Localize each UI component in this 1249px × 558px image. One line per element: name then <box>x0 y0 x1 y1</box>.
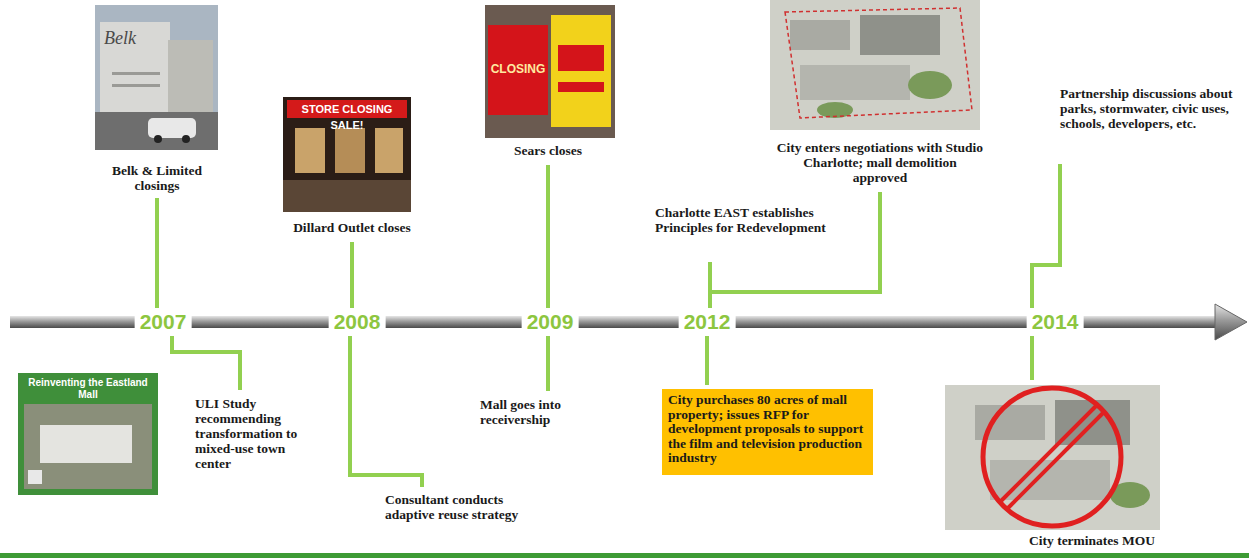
cover-photo <box>24 404 152 489</box>
building <box>100 22 170 114</box>
terminated-site-plan <box>945 385 1160 530</box>
aerial-ground <box>770 0 980 130</box>
highlight-box: City purchases 80 acres of mall property… <box>662 389 873 475</box>
year-label: 2009 <box>522 311 579 333</box>
building <box>168 40 213 114</box>
car-wheel <box>182 135 190 143</box>
cover-frame <box>18 373 158 495</box>
closing-sign <box>488 25 548 115</box>
window-band <box>112 84 160 87</box>
cover-logo <box>28 470 42 484</box>
footer-band <box>0 553 1249 558</box>
discount-mark <box>558 45 604 71</box>
photo-ground <box>485 5 615 138</box>
event-label: Partnership discussions about parks, sto… <box>1060 86 1238 131</box>
timeline-arrowhead <box>1215 304 1247 340</box>
shop-light <box>375 128 403 173</box>
prohibition-circle <box>983 388 1121 526</box>
shop-light <box>335 128 365 173</box>
site-plan-photo <box>770 0 980 130</box>
aerial-block <box>860 15 940 55</box>
leader-line <box>350 242 354 308</box>
year-label: 2012 <box>679 311 736 333</box>
mall-roof <box>40 425 132 463</box>
event-label: Sears closes <box>486 143 611 158</box>
dillard-photo <box>283 97 411 212</box>
car <box>148 118 196 138</box>
uli-study-cover <box>18 373 158 495</box>
leader-line <box>705 336 709 385</box>
belk-photo <box>95 5 218 150</box>
event-label: Charlotte EAST establishes Principles fo… <box>655 205 827 235</box>
leader-line <box>1032 164 1060 308</box>
floor <box>283 180 411 212</box>
event-label: Consultant conducts adaptive reuse strat… <box>385 492 525 522</box>
aerial-ground <box>945 385 1160 530</box>
aerial-block <box>800 65 910 100</box>
photo-ground <box>283 97 411 212</box>
cover-title: Reinventing the Eastland Mall <box>22 377 154 401</box>
leader-line <box>350 336 422 487</box>
aerial-block <box>790 20 850 50</box>
aerial-trees <box>908 71 952 99</box>
site-outline <box>785 8 972 118</box>
window-band <box>112 72 160 75</box>
leader-line <box>708 262 712 308</box>
prohibition-slash <box>1001 405 1097 501</box>
event-label: City terminates MOU <box>1017 533 1167 548</box>
car-wheel <box>154 135 162 143</box>
photo-sky <box>95 5 218 150</box>
leader-line <box>155 198 159 308</box>
leader-line <box>546 165 550 308</box>
leader-line <box>546 336 550 391</box>
leader-lines <box>157 164 1060 487</box>
event-label: City enters negotiations with Studio Cha… <box>775 140 985 185</box>
leader-line <box>172 336 240 390</box>
discount-sign <box>551 15 611 127</box>
year-label: 2008 <box>329 311 386 333</box>
sears-photo <box>485 5 615 138</box>
event-label: Dillard Outlet closes <box>265 220 440 235</box>
year-label: 2014 <box>1027 311 1084 333</box>
shop-light <box>295 128 325 173</box>
sign-text: CLOSING <box>488 62 548 76</box>
leader-line <box>1030 336 1034 380</box>
parking-lot <box>95 112 218 150</box>
discount-mark <box>558 82 604 92</box>
prohibition-slash <box>1008 412 1104 508</box>
event-label: Belk & Limited closings <box>90 163 225 193</box>
sign-text: Belk <box>104 28 164 48</box>
event-text: City purchases 80 acres of mall property… <box>668 393 867 466</box>
sign-text: STORE CLOSING SALE! <box>287 101 407 133</box>
year-label: 2007 <box>135 311 192 333</box>
event-label: Mall goes into receivership <box>480 397 615 427</box>
event-label: ULI Study recommending transformation to… <box>195 396 323 471</box>
